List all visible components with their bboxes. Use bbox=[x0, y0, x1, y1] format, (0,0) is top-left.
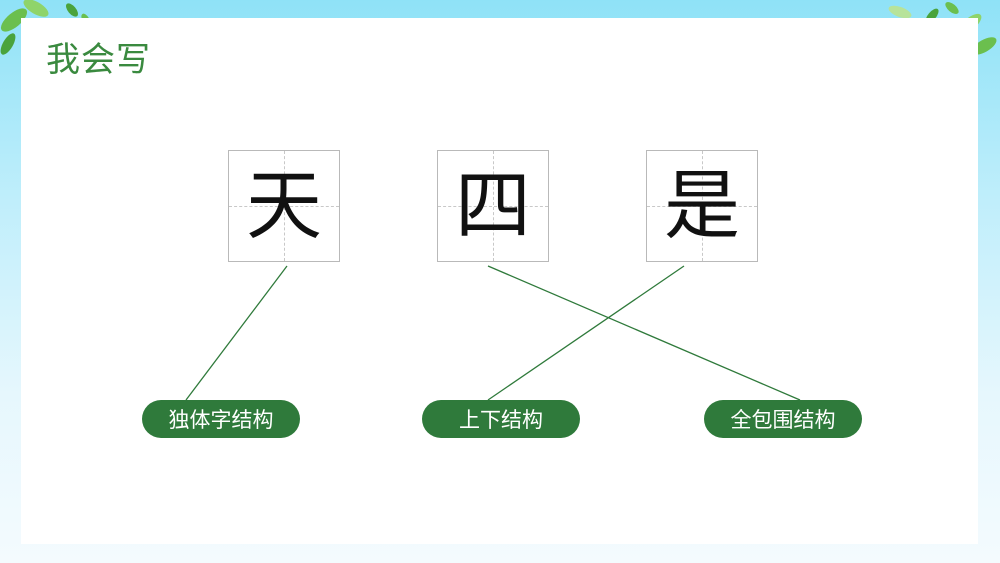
slide-card bbox=[21, 18, 978, 544]
page-title: 我会写 bbox=[46, 40, 151, 80]
guide-line-horizontal bbox=[229, 206, 339, 207]
structure-pill-top-bottom[interactable]: 上下结构 bbox=[422, 400, 580, 438]
char-box-tian[interactable]: 天 bbox=[228, 150, 340, 262]
guide-line-horizontal bbox=[438, 206, 548, 207]
char-box-si[interactable]: 四 bbox=[437, 150, 549, 262]
char-shi: 是 bbox=[664, 161, 740, 250]
match-line-shi bbox=[487, 265, 685, 401]
char-si: 四 bbox=[455, 161, 531, 250]
match-line-si bbox=[487, 265, 801, 401]
char-box-shi[interactable]: 是 bbox=[646, 150, 758, 262]
match-line-tian bbox=[185, 265, 288, 401]
structure-pill-independent[interactable]: 独体字结构 bbox=[142, 400, 300, 438]
guide-line-horizontal bbox=[647, 206, 757, 207]
structure-pill-full-enclosure[interactable]: 全包围结构 bbox=[704, 400, 862, 438]
char-tian: 天 bbox=[246, 161, 322, 250]
